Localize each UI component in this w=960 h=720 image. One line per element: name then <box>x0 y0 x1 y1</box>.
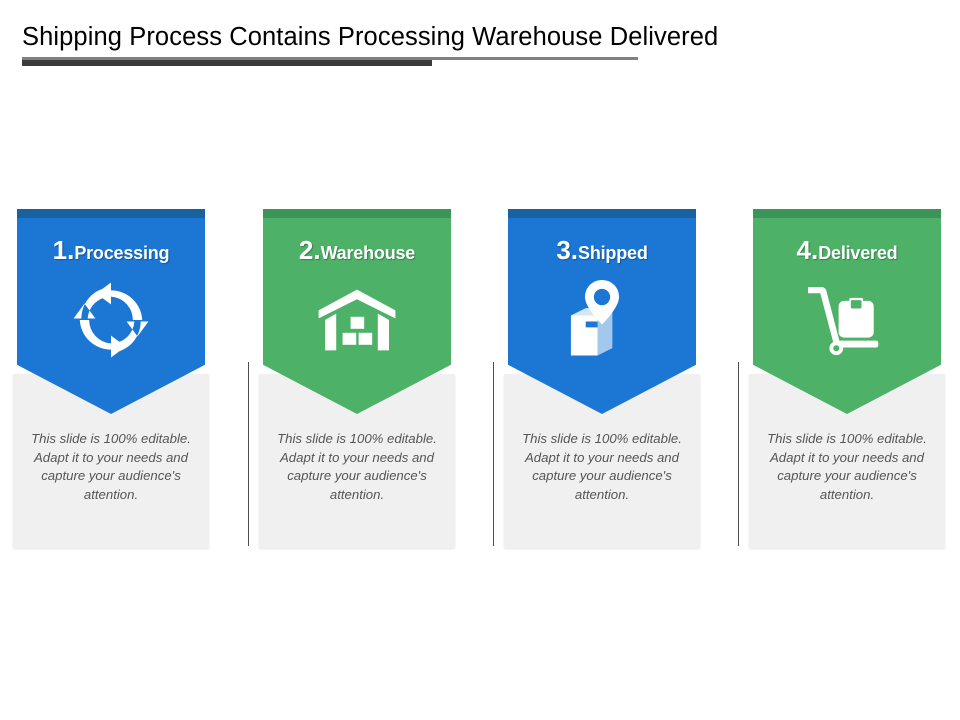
step-card-2-banner: 2.Warehouse <box>263 209 451 414</box>
step-card-4-number: 4. <box>796 235 819 265</box>
step-card-1-name: Processing <box>74 243 170 263</box>
step-card-2-banner-stripe <box>263 209 451 218</box>
title-block: Shipping Process Contains Processing War… <box>22 22 942 68</box>
step-card-4[interactable]: This slide is 100% editable. Adapt it to… <box>749 209 945 548</box>
step-card-2[interactable]: This slide is 100% editable. Adapt it to… <box>259 209 455 548</box>
step-card-4-name: Delivered <box>818 243 898 263</box>
step-card-1-number: 1. <box>52 235 75 265</box>
step-card-1[interactable]: This slide is 100% editable. Adapt it to… <box>13 209 209 548</box>
step-card-1-banner-stripe <box>17 209 205 218</box>
step-card-3-number: 3. <box>556 235 579 265</box>
step-card-3-label: 3.Shipped <box>508 235 696 266</box>
warehouse-building-icon <box>263 277 451 363</box>
step-card-2-panel: This slide is 100% editable. Adapt it to… <box>259 374 455 548</box>
step-card-1-description: This slide is 100% editable. Adapt it to… <box>31 431 191 502</box>
step-card-2-label: 2.Warehouse <box>263 235 451 266</box>
hand-truck-package-icon <box>753 277 941 363</box>
card-divider-1 <box>248 362 249 546</box>
step-card-3-description: This slide is 100% editable. Adapt it to… <box>522 431 682 502</box>
step-card-4-banner-stripe <box>753 209 941 218</box>
step-card-2-name: Warehouse <box>320 243 416 263</box>
card-divider-3 <box>738 362 739 546</box>
step-card-1-banner: 1.Processing <box>17 209 205 414</box>
step-card-3-banner-stripe <box>508 209 696 218</box>
step-card-4-banner: 4.Delivered <box>753 209 941 414</box>
title-underline-thick <box>22 60 432 66</box>
step-card-4-label: 4.Delivered <box>753 235 941 266</box>
step-card-3-banner: 3.Shipped <box>508 209 696 414</box>
step-card-3[interactable]: This slide is 100% editable. Adapt it to… <box>504 209 700 548</box>
card-divider-2 <box>493 362 494 546</box>
step-card-2-description: This slide is 100% editable. Adapt it to… <box>277 431 437 502</box>
step-card-1-label: 1.Processing <box>17 235 205 266</box>
step-card-2-number: 2. <box>298 235 321 265</box>
step-card-4-description: This slide is 100% editable. Adapt it to… <box>767 431 927 502</box>
recycle-arrows-icon <box>17 277 205 363</box>
title-underline-thin <box>22 57 638 60</box>
package-location-pin-icon <box>508 277 696 363</box>
step-card-1-panel: This slide is 100% editable. Adapt it to… <box>13 374 209 548</box>
page-title: Shipping Process Contains Processing War… <box>22 23 719 51</box>
step-card-3-name: Shipped <box>578 243 648 263</box>
